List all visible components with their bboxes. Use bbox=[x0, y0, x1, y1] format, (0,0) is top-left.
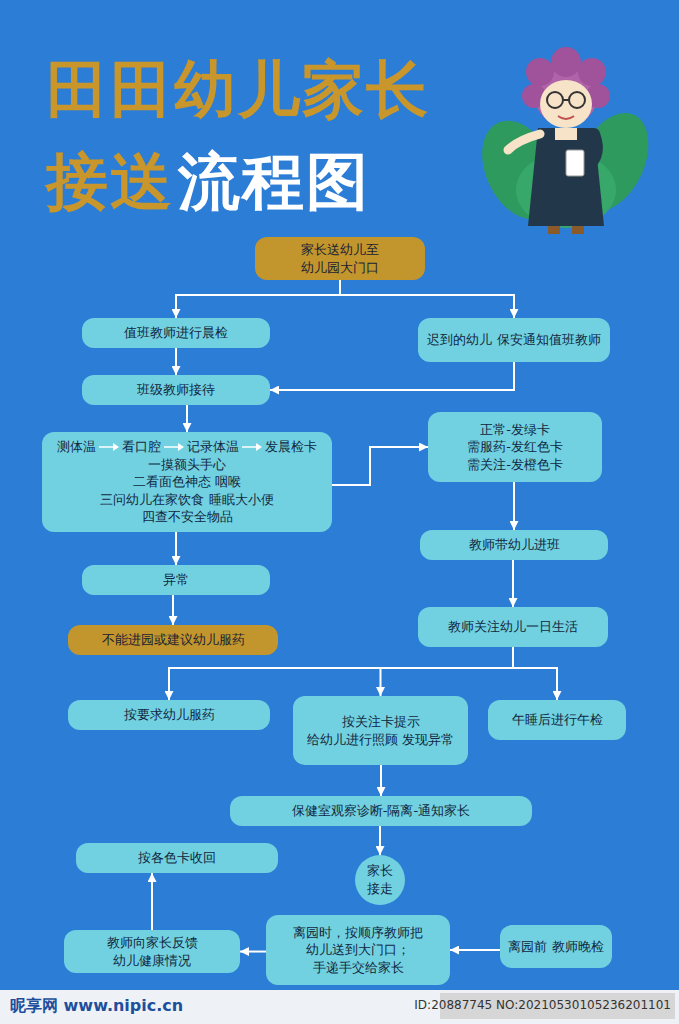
process-box: 家长送幼儿至 幼儿园大门口 bbox=[255, 237, 425, 280]
process-box: 离园前 教师晚检 bbox=[500, 925, 612, 968]
title-box: 田田幼儿家长 bbox=[46, 48, 430, 132]
flow-arrow bbox=[270, 362, 514, 390]
watermark-band bbox=[0, 990, 679, 1024]
node-text: 教师关注幼儿一日生活 bbox=[448, 618, 578, 636]
node-text: 按要求幼儿服药 bbox=[124, 706, 215, 724]
node-text: 不能进园或建议幼儿服药 bbox=[102, 631, 245, 649]
flow-arrow bbox=[513, 647, 557, 700]
flow-arrow bbox=[151, 873, 153, 930]
flow-arrow bbox=[186, 405, 188, 432]
label: 昵享网 www.nipic.cn bbox=[10, 996, 183, 1015]
process-box: 不能进园或建议幼儿服药 bbox=[68, 625, 278, 655]
step-arrow bbox=[163, 442, 185, 452]
process-box: 按关注卡提示 给幼儿进行照顾 发现异常 bbox=[293, 696, 468, 765]
step-text: 记录体温 bbox=[187, 438, 239, 456]
step-row: 测体温 看口腔 记录体温 发晨检卡 bbox=[57, 438, 317, 456]
flow-arrow bbox=[240, 951, 266, 953]
node-text: 离园前 教师晚检 bbox=[508, 938, 603, 956]
step-arrow bbox=[98, 442, 120, 452]
flow-arrow bbox=[175, 532, 177, 565]
flow-arrow bbox=[380, 765, 382, 796]
process-box: 值班教师进行晨检 bbox=[82, 318, 270, 348]
step-text: 看口腔 bbox=[122, 438, 161, 456]
node-text: 午睡后进行午检 bbox=[512, 711, 603, 729]
node-text: 需服药-发红色卡 bbox=[467, 438, 563, 456]
node-text: 教师带幼儿进班 bbox=[469, 536, 560, 554]
flow-arrow bbox=[340, 280, 514, 318]
process-box: 保健室观察诊断-隔离-通知家长 bbox=[230, 796, 532, 826]
node-text: 教师向家长反馈 幼儿健康情况 bbox=[72, 934, 232, 969]
node-text: 迟到的幼儿 保安通知值班教师 bbox=[427, 331, 600, 349]
node-text: 值班教师进行晨检 bbox=[124, 324, 228, 342]
process-box: 离园时，按顺序教师把 幼儿送到大门口； 手递手交给家长 bbox=[266, 915, 450, 985]
process-circle: 家长 接走 bbox=[355, 855, 405, 905]
teacher-figure bbox=[467, 47, 663, 234]
step-text: 发晨检卡 bbox=[265, 438, 317, 456]
node-text: 四查不安全物品 bbox=[142, 508, 233, 526]
node-text: 离园时，按顺序教师把 幼儿送到大门口； 手递手交给家长 bbox=[274, 924, 442, 977]
process-box: 异常 bbox=[82, 565, 270, 595]
node-text: 按关注卡提示 给幼儿进行照顾 发现异常 bbox=[301, 713, 460, 748]
flow-arrow bbox=[379, 826, 381, 855]
label: ID:20887745 NO:20210530105236201101 bbox=[414, 998, 671, 1012]
node-text: 异常 bbox=[163, 571, 189, 589]
node-text: 二看面色神态 咽喉 bbox=[133, 473, 241, 491]
process-box: 迟到的幼儿 保安通知值班教师 bbox=[418, 318, 610, 362]
flow-arrow bbox=[513, 482, 515, 530]
node-text: 一摸额头手心 bbox=[148, 456, 226, 474]
step-arrow bbox=[241, 442, 263, 452]
step-text: 测体温 bbox=[57, 438, 96, 456]
process-box: 教师关注幼儿一日生活 bbox=[418, 607, 608, 647]
flow-arrow bbox=[512, 560, 514, 607]
node-text: 班级教师接待 bbox=[137, 381, 215, 399]
label: 接送 bbox=[46, 145, 174, 218]
flow-arrow bbox=[172, 595, 174, 625]
node-text: 需关注-发橙色卡 bbox=[467, 456, 563, 474]
label-box: 接送 bbox=[46, 140, 174, 224]
process-box: 测体温 看口腔 记录体温 发晨检卡一摸额头手心二看面色神态 咽喉三问幼儿在家饮食 睡眠… bbox=[42, 432, 332, 532]
flow-arrow bbox=[176, 280, 340, 318]
flow-arrow bbox=[450, 949, 500, 951]
label-box: 流程图 bbox=[178, 140, 370, 224]
node-text: 按各色卡收回 bbox=[138, 849, 216, 867]
flow-arrow bbox=[332, 447, 428, 485]
label: 流程图 bbox=[178, 145, 370, 218]
node-text: 家长 接走 bbox=[355, 862, 405, 897]
node-text: 家长送幼儿至 幼儿园大门口 bbox=[263, 241, 417, 276]
process-box: 午睡后进行午检 bbox=[488, 700, 626, 740]
process-box: 按要求幼儿服药 bbox=[68, 700, 270, 730]
process-box: 班级教师接待 bbox=[82, 375, 270, 405]
flow-arrow bbox=[381, 647, 514, 696]
process-box: 正常-发绿卡需服药-发红色卡需关注-发橙色卡 bbox=[428, 412, 602, 482]
label-box: 昵享网 www.nipic.cn bbox=[10, 996, 183, 1017]
process-box: 教师带幼儿进班 bbox=[420, 530, 608, 560]
title: 田田幼儿家长 bbox=[46, 53, 430, 126]
label-box: ID:20887745 NO:20210530105236201101 bbox=[414, 998, 671, 1012]
node-text: 保健室观察诊断-隔离-通知家长 bbox=[292, 802, 470, 820]
flow-arrow bbox=[175, 348, 177, 375]
node-text: 正常-发绿卡 bbox=[480, 421, 550, 439]
process-box: 教师向家长反馈 幼儿健康情况 bbox=[64, 930, 240, 973]
node-text: 三问幼儿在家饮食 睡眠大小便 bbox=[100, 491, 273, 509]
process-box: 按各色卡收回 bbox=[76, 843, 278, 873]
